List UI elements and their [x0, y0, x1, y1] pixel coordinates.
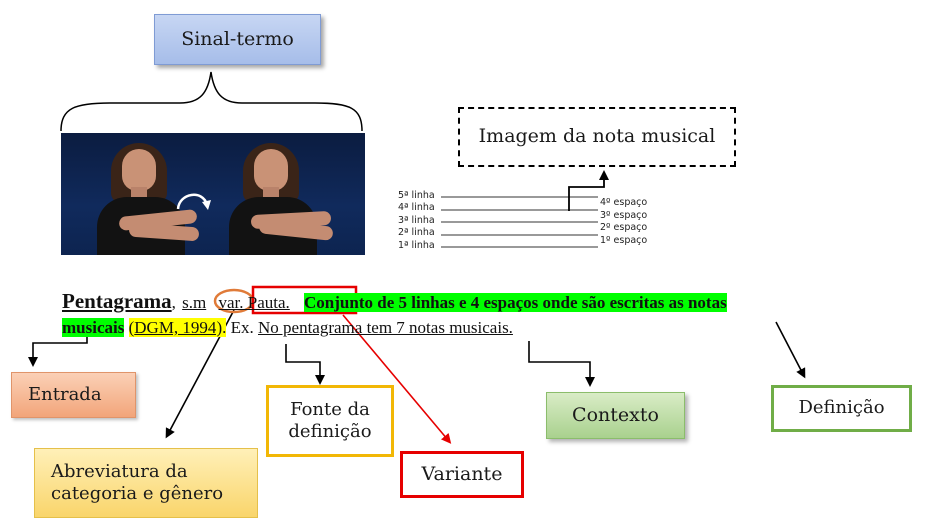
variant-text: var. Pauta.	[218, 293, 290, 312]
entrada-label: Entrada	[11, 372, 136, 418]
headword: Pentagrama	[62, 289, 172, 313]
espaco-label: 2º espaço	[600, 222, 648, 233]
linha-label: 5ª linha	[398, 190, 435, 201]
nota-arrow	[568, 170, 609, 211]
curly-brace	[60, 71, 363, 132]
espaco-label: 4º espaço	[600, 197, 648, 208]
source-paren-open: (	[128, 318, 135, 337]
variante-label: Variante	[400, 451, 524, 498]
linha-label: 3ª linha	[398, 215, 435, 226]
staff-lines	[441, 196, 598, 248]
sinal-termo-label: Sinal-termo	[154, 14, 321, 65]
linha-label: 2ª linha	[398, 227, 435, 238]
definicao-label: Definição	[771, 385, 912, 432]
linha-label: 4ª linha	[398, 202, 435, 213]
example-prefix: Ex.	[230, 318, 254, 337]
definition-text-cont: musicais	[62, 318, 125, 337]
source-text: DGM, 1994	[134, 318, 217, 337]
signer-right	[221, 133, 334, 255]
staff-diagram: 5ª linha 4ª linha 3ª linha 2ª linha 1ª l…	[396, 183, 666, 253]
espaco-label: 3º espaço	[600, 210, 648, 221]
example-text: No pentagrama tem 7 notas musicais.	[258, 318, 513, 337]
entry-line-2: musicais (DGM, 1994). Ex. No pentagrama …	[62, 318, 513, 338]
abreviatura-label: Abreviatura da categoria e gênero	[34, 448, 258, 518]
contexto-arrow	[528, 341, 595, 387]
imagem-nota-box: Imagem da nota musical	[458, 107, 736, 167]
headword-comma: ,	[171, 293, 176, 312]
espaco-label: 1º espaço	[600, 235, 648, 246]
source-paren-close: ).	[216, 318, 227, 337]
definition-text: Conjunto de 5 linhas e 4 espaços onde sã…	[304, 293, 727, 312]
sign-photo	[61, 133, 365, 255]
linha-label: 1ª linha	[398, 240, 435, 251]
fonte-label: Fonte da definição	[266, 385, 394, 457]
signer-left	[89, 133, 200, 255]
entry-line-1: Pentagrama, s.m var. Pauta. Conjunto de …	[62, 289, 727, 314]
fonte-arrow	[285, 344, 325, 385]
rotation-arrow-icon	[176, 193, 211, 210]
variante-arrow	[342, 314, 452, 444]
category-abbrev: s.m	[182, 293, 207, 312]
contexto-label: Contexto	[546, 392, 685, 439]
definicao-arrow	[775, 321, 806, 379]
